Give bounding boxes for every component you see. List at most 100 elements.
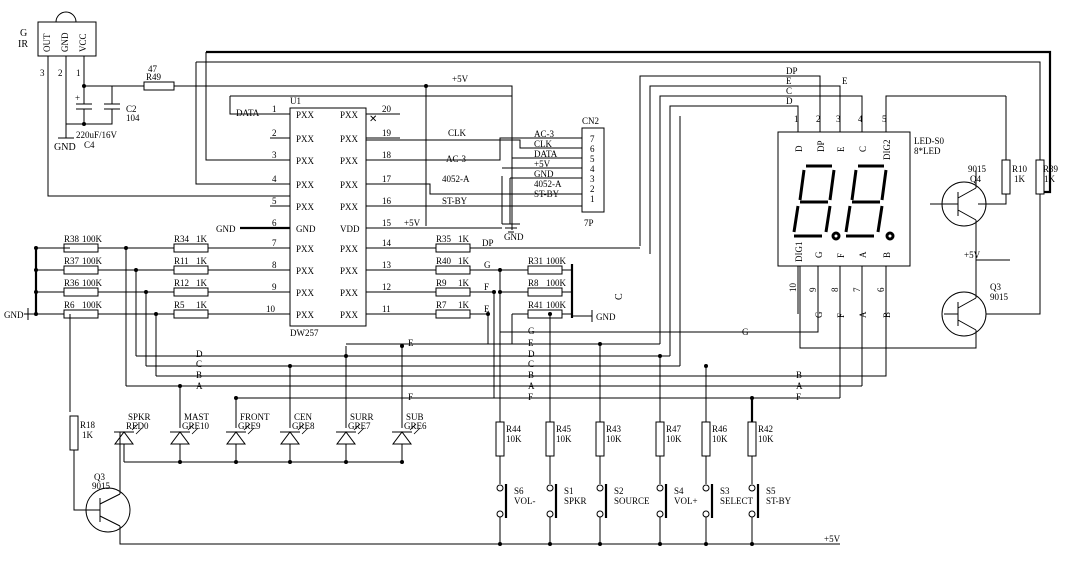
bus-d2: D [196, 349, 203, 359]
key-ground-node-2 [598, 542, 602, 546]
switch-name-0: S6 [514, 486, 524, 496]
display-bottom-pin-num-0: 10 [788, 283, 798, 293]
led-name-4: SURR [350, 412, 374, 422]
u1-out-label-8: PXX [340, 266, 359, 276]
led-triangle-1 [170, 431, 190, 445]
led-triangle-5 [392, 431, 412, 445]
key-resistor-1 [545, 421, 555, 457]
mid-value-1: 100K [546, 278, 567, 288]
key-res-name-0: R44 [506, 424, 522, 434]
u1-net-label-0: CLK [448, 128, 467, 138]
mid-name-0: R31 [528, 256, 543, 266]
key-res-value-0: 10K [506, 434, 522, 444]
top-bus-c: C [786, 86, 792, 96]
u1-in-label-8: PXX [296, 266, 315, 276]
switch-name-3: S4 [674, 486, 684, 496]
u1-out-label-6: VDD [340, 224, 360, 234]
top-bus-dp: DP [786, 66, 798, 76]
ir-label-g: G [20, 28, 27, 39]
led-triangle-4 [336, 431, 356, 445]
cn2-pin-4: 4 [590, 164, 595, 174]
u1-in-label-9: PXX [296, 288, 315, 298]
key-contact-bottom-0 [496, 510, 504, 518]
switch-name-1: S1 [564, 486, 574, 496]
display-name: LED-S0 [914, 136, 944, 146]
ir-receiver: G IR OUT GND VCC 3 2 1 [18, 11, 290, 197]
key-resistor-4 [701, 421, 711, 457]
display-top-label-4: DIG2 [882, 140, 892, 161]
display-top-pin-num-4: 5 [882, 114, 887, 124]
led-part-1: GRE10 [182, 421, 210, 431]
r39-value: 1K [1044, 174, 1056, 184]
cn2-net-4: GND [534, 169, 554, 179]
u1-in-label-1: PXX [296, 110, 315, 120]
switch-name-4: S3 [720, 486, 730, 496]
series-resistor-2 [173, 287, 209, 297]
switch-label-3: VOL+ [674, 496, 698, 506]
u1-out-label-7: PXX [340, 244, 359, 254]
top-bus-e: E [786, 76, 792, 86]
led-tap-5 [400, 344, 404, 348]
pullup-name-3: R6 [64, 300, 75, 310]
key-contact-top-4 [702, 484, 710, 492]
mid-name-2: R41 [528, 300, 543, 310]
display-drivers: R10 1K R39 1K 9015 Q4 +5V Q3 9015 G B A … [742, 95, 1059, 402]
mid-value-2: 100K [546, 300, 567, 310]
series-value-2: 1K [196, 278, 208, 288]
display-top-label-3: C [858, 146, 868, 152]
led-part-3: GRE8 [292, 421, 315, 431]
right-bus-b: B [796, 370, 802, 380]
key-res-name-1: R45 [556, 424, 572, 434]
display-top-pin-num-2: 3 [836, 114, 841, 124]
bus-e2: E [408, 338, 414, 348]
switch-label-0: VOL- [514, 496, 536, 506]
u1-name: U1 [290, 96, 301, 106]
out-resistor-2 [435, 287, 471, 297]
key-bus-node-0 [498, 290, 502, 294]
led-part-2: GRE9 [238, 421, 261, 431]
display-bottom-pin-num-2: 8 [830, 287, 840, 292]
ir-pin-num-2: 2 [58, 68, 63, 78]
gnd-label: GND [54, 142, 76, 153]
led-name-5: SUB [406, 412, 424, 422]
ir-pin-num-1: 1 [76, 68, 81, 78]
key-ground-node-4 [704, 542, 708, 546]
q3r-part: 9015 [990, 292, 1009, 302]
series-resistor-1 [173, 265, 209, 275]
key-ground-node-5 [750, 542, 754, 546]
out-net-2: F [484, 282, 489, 292]
mid-c: C [614, 293, 625, 300]
pullup-node-1 [34, 268, 38, 272]
key-res-value-4: 10K [712, 434, 728, 444]
display-bottom-outer-4: B [882, 312, 892, 318]
display-top-pin-num-1: 2 [816, 114, 821, 124]
series-value-0: 1K [196, 234, 208, 244]
bus-b2: B [196, 370, 202, 380]
u1-right-num-5: 16 [382, 196, 392, 206]
led-triangle-0 [114, 431, 134, 445]
u1-gnd-label: GND [216, 224, 236, 234]
key-ground-node-3 [658, 542, 662, 546]
bus-g: G [528, 326, 535, 336]
key-contact-top-2 [596, 484, 604, 492]
u1-part: DW257 [290, 328, 319, 338]
key-contact-bottom-5 [748, 510, 756, 518]
c4-name: C4 [84, 140, 95, 150]
led-part-5: GRE6 [404, 421, 427, 431]
c2-name: C2 [126, 104, 137, 114]
pullup-node-2 [34, 290, 38, 294]
u1-left-num-1: 1 [272, 104, 277, 114]
led-part-4: GRE7 [348, 421, 371, 431]
display-bottom-pin-num-3: 7 [852, 287, 862, 292]
key-contact-bottom-1 [546, 510, 554, 518]
svg-text:+: + [75, 93, 80, 103]
pullup-resistor-2 [63, 287, 99, 297]
key-bus-node-5 [750, 396, 754, 400]
top-bus-d: D [786, 96, 793, 106]
u1-data-label: DATA [236, 108, 260, 118]
series-value-3: 1K [196, 300, 208, 310]
